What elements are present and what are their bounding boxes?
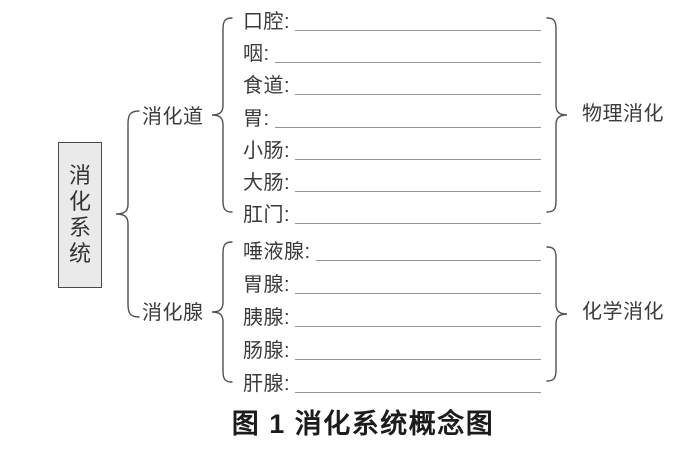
category-label-physical-digestion: 物理消化 bbox=[582, 103, 664, 125]
item-row: 肝腺: bbox=[243, 365, 541, 398]
tract-left-brace bbox=[211, 17, 233, 213]
blank-underline bbox=[295, 191, 541, 193]
item-row: 胃: bbox=[243, 100, 541, 132]
root-node-label: 消化系统 bbox=[69, 163, 92, 266]
blank-underline bbox=[295, 158, 541, 160]
item-row: 食道: bbox=[243, 68, 541, 100]
physical-right-brace bbox=[546, 17, 568, 213]
blank-underline bbox=[295, 326, 541, 327]
tract-item-list: 口腔: 咽: 食道: 胃: 小肠: 大肠: 肛门: bbox=[243, 3, 541, 229]
glands-item-list: 唾液腺: 胃腺: 胰腺: 肠腺: 肝腺: bbox=[243, 233, 541, 398]
item-row: 胃腺: bbox=[243, 266, 541, 299]
item-row: 肛门: bbox=[243, 197, 541, 229]
item-row: 胰腺: bbox=[243, 299, 541, 332]
blank-underline bbox=[295, 29, 541, 31]
item-row: 肠腺: bbox=[243, 332, 541, 365]
item-label: 大肠: bbox=[243, 172, 291, 195]
blank-underline bbox=[295, 94, 541, 96]
item-label: 肛门: bbox=[243, 204, 291, 227]
item-label: 食道: bbox=[243, 75, 291, 98]
item-label: 胰腺: bbox=[243, 307, 291, 329]
item-label: 小肠: bbox=[243, 139, 291, 162]
item-label: 肠腺: bbox=[243, 340, 291, 362]
blank-underline bbox=[295, 392, 541, 393]
blank-underline bbox=[295, 223, 541, 225]
item-label: 胃: bbox=[243, 107, 270, 130]
blank-underline bbox=[315, 260, 541, 261]
item-row: 唾液腺: bbox=[243, 233, 541, 266]
item-label: 口腔: bbox=[243, 10, 291, 33]
item-row: 小肠: bbox=[243, 132, 541, 164]
item-label: 胃腺: bbox=[243, 274, 291, 296]
blank-underline bbox=[295, 293, 541, 294]
main-left-brace bbox=[115, 110, 140, 318]
category-label-chemical-digestion: 化学消化 bbox=[582, 301, 664, 323]
item-label: 唾液腺: bbox=[243, 241, 311, 263]
item-row: 咽: bbox=[243, 35, 541, 67]
item-label: 肝腺: bbox=[243, 373, 291, 395]
glands-left-brace bbox=[211, 241, 233, 383]
blank-underline bbox=[274, 126, 541, 128]
chemical-right-brace bbox=[546, 246, 568, 382]
item-label: 咽: bbox=[243, 42, 270, 65]
item-row: 大肠: bbox=[243, 164, 541, 196]
blank-underline bbox=[295, 359, 541, 360]
root-node-box: 消化系统 bbox=[58, 142, 102, 288]
branch-label-digestive-glands: 消化腺 bbox=[142, 302, 204, 324]
figure-caption: 图 1 消化系统概念图 bbox=[231, 409, 495, 439]
blank-underline bbox=[274, 61, 541, 63]
branch-label-digestive-tract: 消化道 bbox=[142, 106, 204, 128]
item-row: 口腔: bbox=[243, 3, 541, 35]
